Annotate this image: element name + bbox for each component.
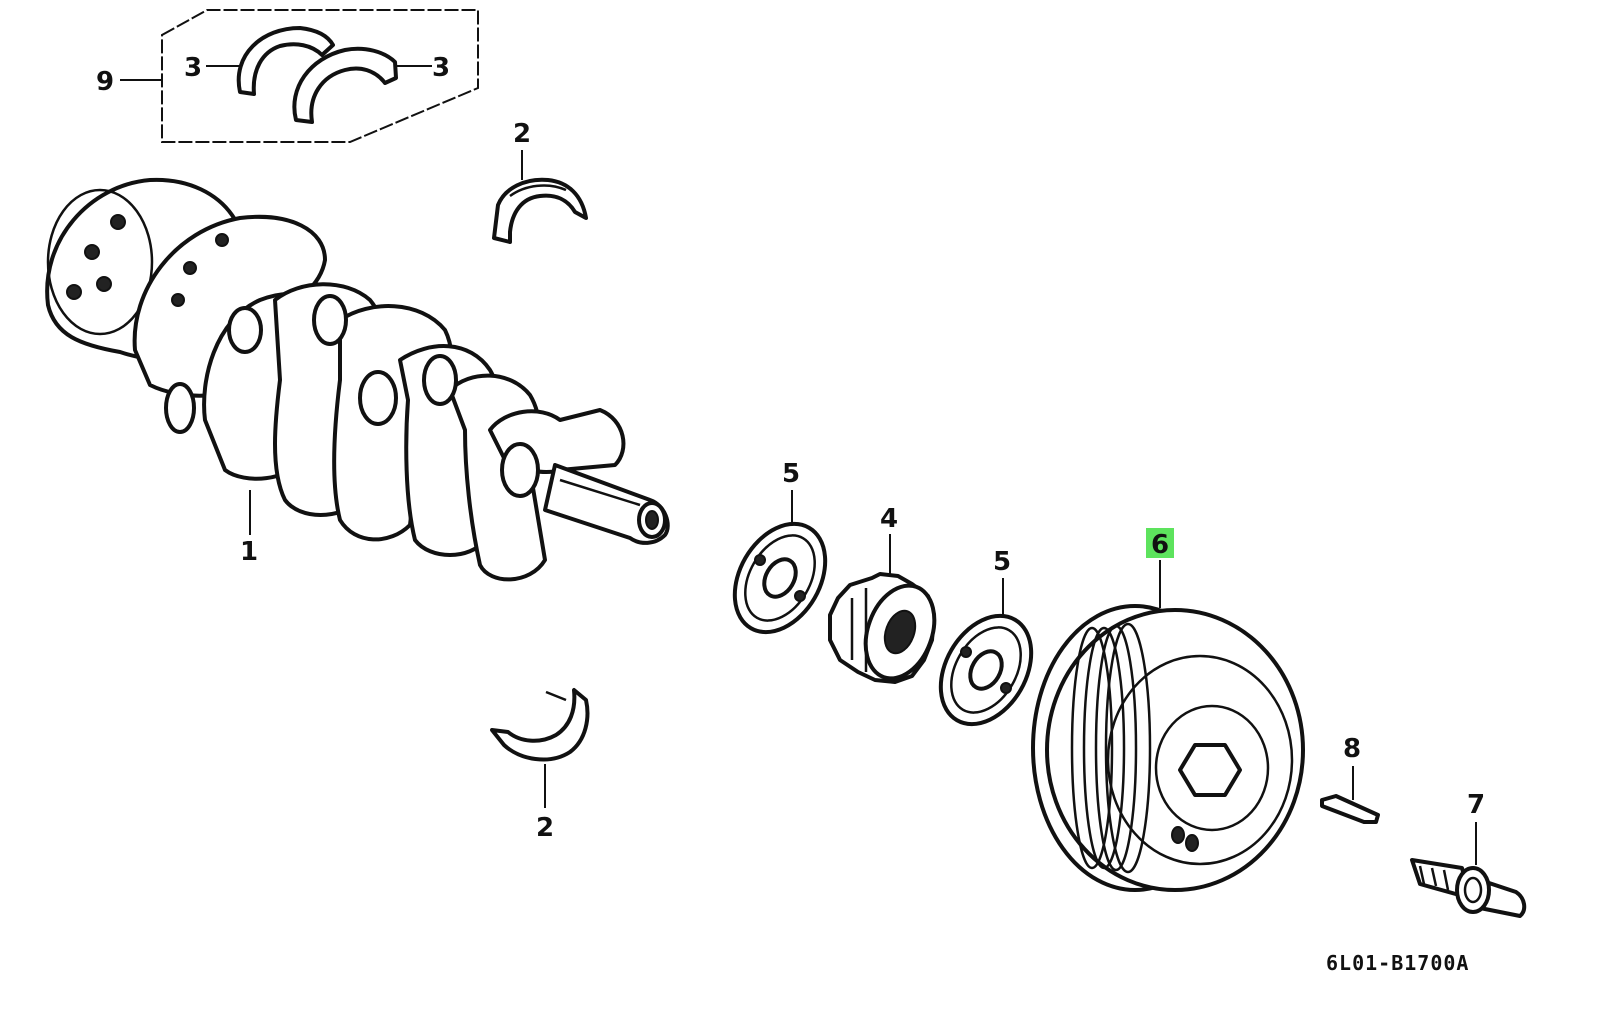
crank-pulley: 6 <box>1031 528 1305 892</box>
washer-set-frame <box>161 9 479 143</box>
callout-label-3-left: 3 <box>184 53 202 83</box>
timing-pulley: 4 <box>828 504 937 684</box>
callout-label-7: 7 <box>1467 790 1485 820</box>
thrust-washer-left <box>236 26 335 96</box>
highlight-box <box>1146 528 1174 558</box>
crankshaft <box>45 177 670 582</box>
thrust-washer-right <box>292 46 398 124</box>
guide-plate-left: 5 <box>732 459 828 635</box>
callout-label-4: 4 <box>880 504 898 534</box>
washer-set-group: 9 3 3 <box>96 9 479 143</box>
callout-label-9: 9 <box>96 67 114 97</box>
drawing-code: 6L01-B1700A <box>1326 951 1469 975</box>
bearing-upper-group: 2 <box>492 119 588 244</box>
bearing-lower-group: 2 <box>490 688 590 843</box>
bearing-shell-upper <box>492 177 588 244</box>
bearing-shell-lower <box>490 688 590 762</box>
guide-plate-right: 5 <box>938 547 1034 727</box>
callout-label-2-upper: 2 <box>513 119 531 149</box>
callout-label-6: 6 <box>1151 530 1169 560</box>
callout-label-5-right: 5 <box>993 547 1011 577</box>
callout-label-8: 8 <box>1343 734 1361 764</box>
callout-label-3-right: 3 <box>432 53 450 83</box>
woodruff-key: 8 <box>1320 734 1380 824</box>
callout-label-5-left: 5 <box>782 459 800 489</box>
callout-label-2-lower: 2 <box>536 813 554 843</box>
pulley-bolt: 7 <box>1410 790 1527 918</box>
callout-label-1: 1 <box>240 537 258 567</box>
